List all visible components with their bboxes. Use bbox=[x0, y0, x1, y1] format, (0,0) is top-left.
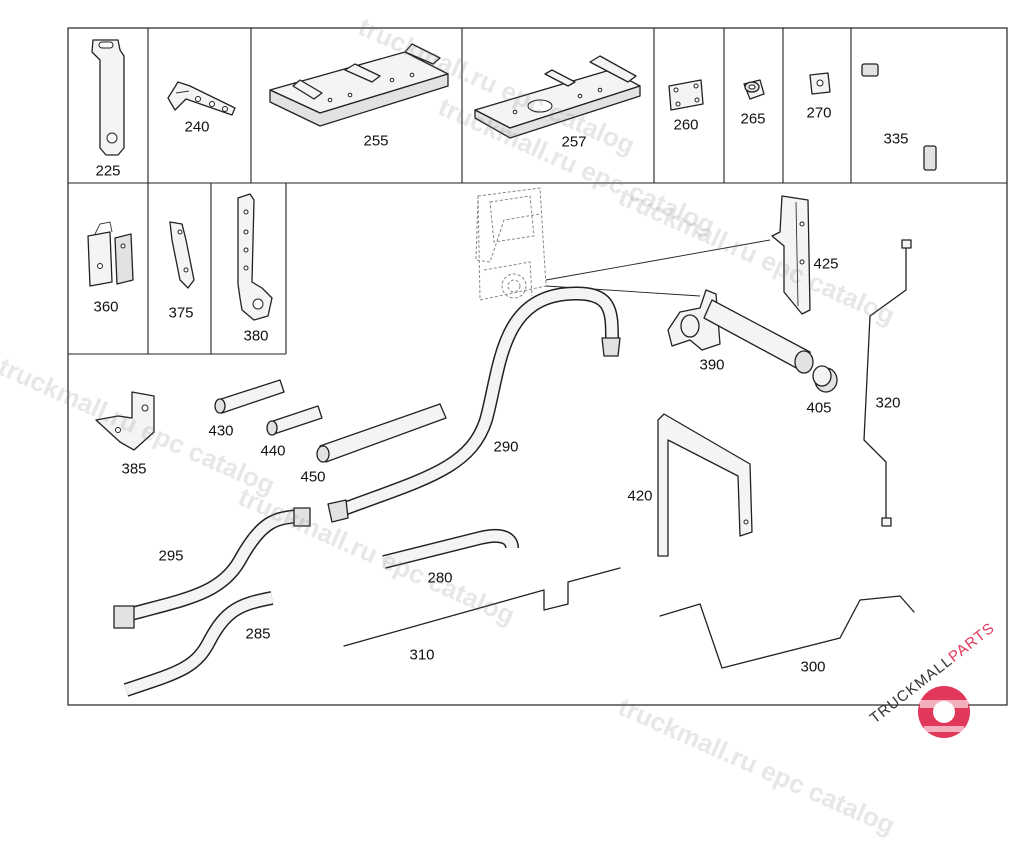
label-430: 430 bbox=[208, 422, 234, 440]
part-430-tube bbox=[214, 379, 285, 414]
parts-diagram: truckmall.ru epc catalog truckmall.ru ep… bbox=[0, 11, 1008, 840]
label-375: 375 bbox=[168, 304, 194, 322]
label-285: 285 bbox=[245, 625, 271, 643]
label-265: 265 bbox=[740, 110, 766, 128]
label-260: 260 bbox=[673, 116, 699, 134]
part-385-bracket bbox=[95, 391, 155, 451]
label-240: 240 bbox=[184, 118, 210, 136]
part-420-bracket bbox=[657, 413, 753, 557]
label-385: 385 bbox=[121, 460, 147, 478]
diagram-drawing bbox=[67, 27, 1008, 738]
grid-lines bbox=[68, 28, 1007, 355]
label-425: 425 bbox=[813, 255, 839, 273]
label-335: 335 bbox=[883, 130, 909, 148]
label-270: 270 bbox=[806, 104, 832, 122]
part-450-tube bbox=[316, 403, 447, 463]
part-285-pipe bbox=[123, 591, 274, 697]
label-405: 405 bbox=[806, 399, 832, 417]
label-440: 440 bbox=[260, 442, 286, 460]
part-380-strap bbox=[237, 193, 273, 321]
part-320-pipe bbox=[863, 239, 912, 527]
label-320: 320 bbox=[875, 394, 901, 412]
part-310-rod bbox=[343, 567, 621, 647]
part-280-pipe bbox=[382, 528, 519, 569]
label-380: 380 bbox=[243, 327, 269, 345]
diagram-frame bbox=[67, 27, 1008, 706]
label-360: 360 bbox=[93, 298, 119, 316]
part-260-plate bbox=[668, 79, 704, 111]
part-300-rod bbox=[659, 595, 915, 669]
part-405-cap bbox=[812, 365, 838, 393]
part-225-bracket bbox=[91, 39, 125, 156]
part-390-support bbox=[667, 289, 814, 374]
label-295: 295 bbox=[158, 547, 184, 565]
label-450: 450 bbox=[300, 468, 326, 486]
part-335-hose bbox=[861, 56, 938, 171]
truckmall-logo-gear bbox=[918, 686, 970, 738]
part-295-pipe bbox=[113, 507, 311, 629]
part-270-washer bbox=[809, 72, 831, 95]
label-390: 390 bbox=[699, 356, 725, 374]
label-420: 420 bbox=[627, 487, 653, 505]
cab-outline bbox=[475, 187, 547, 301]
part-240-bracket bbox=[167, 81, 236, 116]
label-290: 290 bbox=[493, 438, 519, 456]
label-280: 280 bbox=[427, 569, 453, 587]
label-255: 255 bbox=[363, 132, 389, 150]
part-425-bracket bbox=[771, 195, 811, 315]
part-290-pipe bbox=[327, 286, 621, 523]
part-257-support bbox=[474, 55, 641, 139]
label-257: 257 bbox=[561, 133, 587, 151]
part-265-bushing bbox=[743, 79, 765, 100]
label-225: 225 bbox=[95, 162, 121, 180]
part-440-tube bbox=[266, 405, 323, 436]
part-375-bracket bbox=[169, 221, 195, 289]
part-255-support bbox=[269, 43, 449, 127]
label-300: 300 bbox=[800, 658, 826, 676]
part-360-bracket bbox=[87, 221, 134, 287]
label-310: 310 bbox=[409, 646, 435, 664]
